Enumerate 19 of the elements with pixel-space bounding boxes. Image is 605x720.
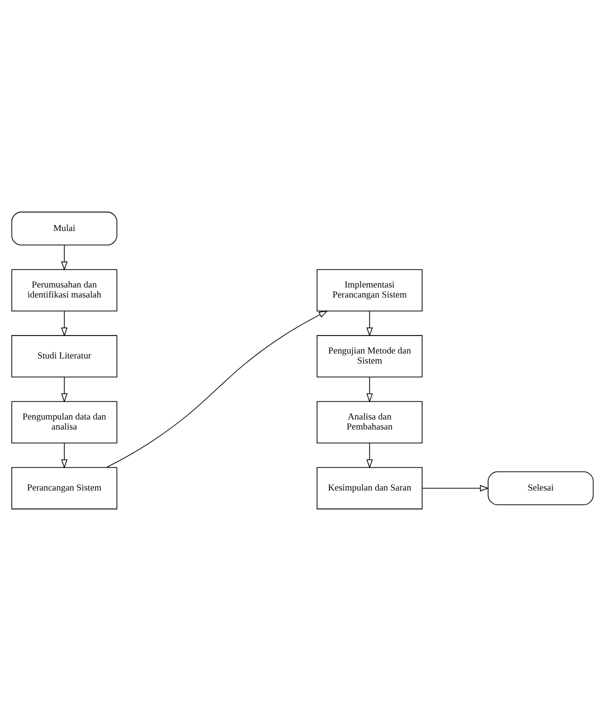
arrow xyxy=(366,442,373,468)
node-box: Pengumpulan data dan analisa xyxy=(11,400,118,443)
node-box: Analisa dan Pembahasan xyxy=(316,400,423,443)
arrow xyxy=(61,310,68,336)
node-box: Implementasi Perancangan Sistem xyxy=(316,268,423,311)
arrow xyxy=(106,310,328,468)
node-box: Perumusahan dan identifikasi masalah xyxy=(11,268,118,311)
arrow xyxy=(366,310,373,336)
arrow xyxy=(61,442,68,468)
node-box: Pengujian Metode dan Sistem xyxy=(316,334,423,377)
arrow xyxy=(422,484,490,491)
node-box: Selesai xyxy=(488,470,594,505)
arrow xyxy=(61,376,68,402)
node-box: Studi Literatur xyxy=(11,334,118,377)
node-box: Kesimpulan dan Saran xyxy=(316,466,423,509)
arrow xyxy=(366,376,373,402)
node-box: Mulai xyxy=(11,211,118,245)
arrow xyxy=(61,244,68,270)
node-box: Perancangan Sistem xyxy=(11,466,118,509)
